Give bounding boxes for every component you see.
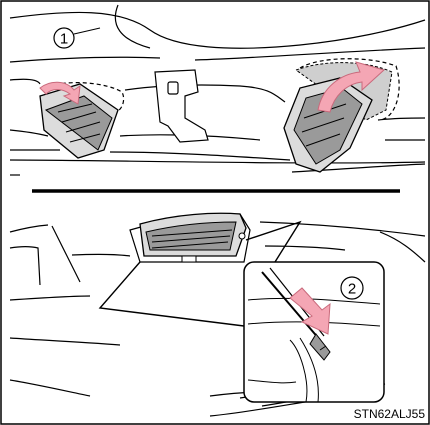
figure-code: STN62ALJ55 — [354, 407, 426, 421]
step-1-badge: 1 — [54, 28, 74, 48]
step-2-label: 2 — [348, 281, 356, 298]
step-1-label: 1 — [60, 31, 68, 48]
step-2-badge: 2 — [341, 277, 363, 299]
magnified-callout — [244, 262, 384, 402]
